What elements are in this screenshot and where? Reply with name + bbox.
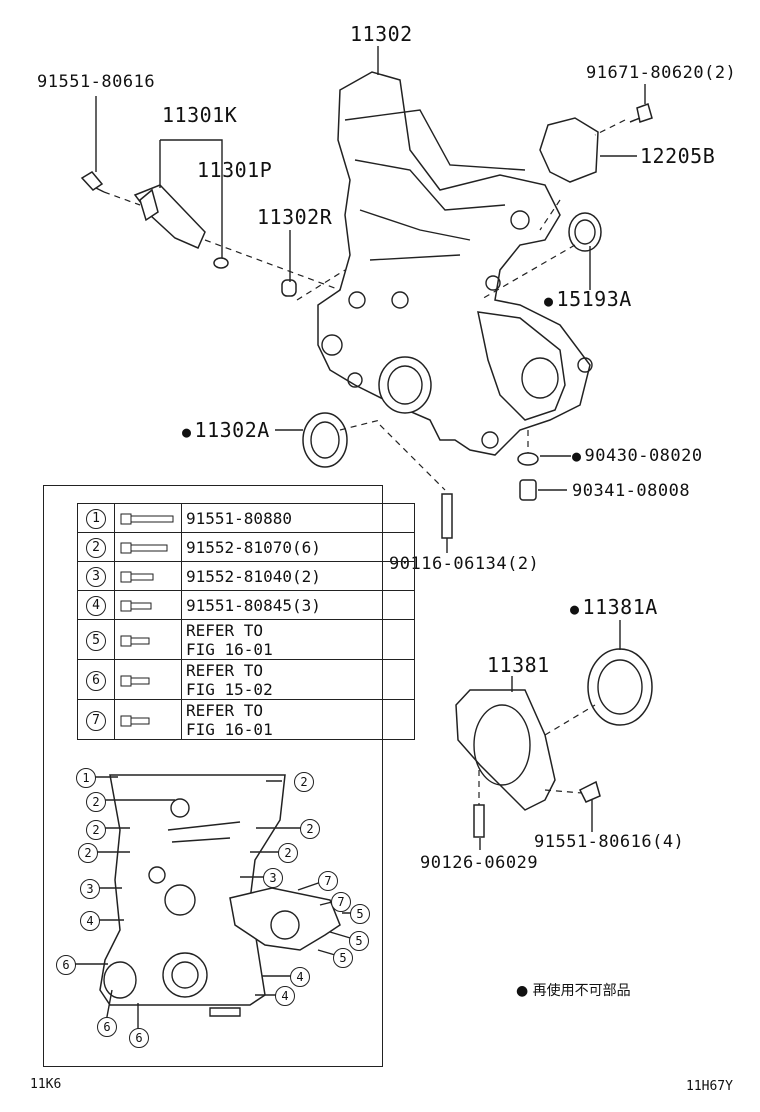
callout-number: 2 [86, 538, 106, 558]
callout-number: 3 [86, 567, 106, 587]
medium-bolt-icon [120, 571, 154, 583]
refer-line: REFER TO [186, 620, 264, 640]
seal-11302A-drawing [302, 412, 348, 468]
label-91671-80620: 91671-80620(2) [586, 63, 737, 83]
label-90116-06134: 90116-06134(2) [389, 554, 540, 574]
bolt-part-number: 91551-80880 [181, 503, 415, 533]
oil-filler-drawing [539, 117, 599, 183]
callout-number: 4 [86, 596, 106, 616]
label-11381A: 11381A [570, 597, 658, 617]
medium-bolt-icon [120, 600, 152, 612]
label-11302A: 11302A [182, 420, 270, 440]
callout-1: 1 [76, 768, 96, 788]
callout-2: 2 [294, 772, 314, 792]
callout-4: 4 [290, 967, 310, 987]
drain-plug-drawing [519, 479, 537, 501]
non-reusable-note: ● 再使用不可部品 [516, 980, 631, 1000]
callout-2: 2 [86, 792, 106, 812]
refer-line: REFER TO [186, 660, 264, 680]
label-90430-08020: 90430-08020 [572, 448, 703, 465]
refer-figure: FIG 15-02 [186, 679, 273, 699]
callout-4: 4 [275, 986, 295, 1006]
table-row: 2 91552-81070(6) [77, 532, 415, 562]
short-bolt-icon [120, 715, 150, 726]
label-15193A: 15193A [544, 289, 632, 309]
label-12205B: 12205B [640, 144, 716, 168]
callout-number: 6 [86, 670, 106, 691]
label-90126-06029: 90126-06029 [420, 853, 539, 873]
stud-90126-drawing [473, 804, 485, 838]
bolt-small-drawing [629, 103, 653, 123]
bolt-part-number: 91552-81070(6) [181, 532, 415, 562]
label-11302R: 11302R [257, 205, 333, 229]
note-text: 再使用不可部品 [532, 983, 631, 999]
bolt-legend-box [43, 485, 383, 1067]
retainer-11381-drawing [455, 689, 556, 811]
table-row: 4 91551-80845(3) [77, 590, 415, 620]
short-bolt-icon [120, 675, 150, 686]
callout-number: 1 [86, 509, 106, 529]
footer-code-right: 11H67Y [686, 1079, 733, 1094]
bullet-dot-icon: ● [516, 983, 529, 999]
callout-2: 2 [300, 819, 320, 839]
label-90341-08008: 90341-08008 [572, 481, 691, 501]
bolt-part-number: 91551-80845(3) [181, 590, 415, 620]
label-91551-80616: 91551-80616 [37, 72, 156, 92]
callout-number: 5 [86, 630, 106, 651]
callout-5: 5 [333, 948, 353, 968]
callout-6: 6 [56, 955, 76, 975]
short-bolt-icon [120, 635, 150, 646]
washer-drawing [517, 452, 539, 466]
callout-4: 4 [80, 911, 100, 931]
stud-drawing [441, 493, 453, 539]
callout-5: 5 [350, 904, 370, 924]
label-11301K: 11301K [162, 103, 238, 127]
refer-figure: FIG 16-01 [186, 719, 273, 739]
plug-drawing [281, 279, 297, 297]
long-bolt-icon [120, 513, 174, 525]
label-11301P: 11301P [197, 158, 273, 182]
label-11381: 11381 [487, 653, 550, 677]
table-row: 3 91552-81040(2) [77, 561, 415, 591]
seal-15193A-drawing [568, 212, 602, 252]
callout-2: 2 [86, 820, 106, 840]
sensor-drawing [80, 171, 229, 269]
label-11302: 11302 [350, 22, 413, 46]
timing-cover-drawing [317, 71, 593, 456]
callout-2: 2 [78, 843, 98, 863]
callout-6: 6 [97, 1017, 117, 1037]
callout-3: 3 [263, 868, 283, 888]
callout-2: 2 [278, 843, 298, 863]
refer-figure: FIG 16-01 [186, 639, 273, 659]
bolt-table: 1 91551-80880 2 91552-81070(6) 3 91552-8… [77, 503, 415, 740]
bolt-part-number: 91552-81040(2) [181, 561, 415, 591]
long-bolt-icon [120, 542, 168, 554]
bolt-4-drawing [578, 780, 601, 803]
callout-7: 7 [318, 871, 338, 891]
refer-line: REFER TO [186, 700, 264, 720]
callout-3: 3 [80, 879, 100, 899]
callout-number: 7 [86, 710, 106, 731]
callout-7: 7 [331, 892, 351, 912]
callout-5: 5 [349, 931, 369, 951]
footer-code-left: 11K6 [30, 1077, 62, 1092]
callout-6: 6 [129, 1028, 149, 1048]
bolt-location-drawing [74, 774, 362, 1035]
label-91551-80616-4: 91551-80616(4) [534, 832, 685, 852]
table-row: 1 91551-80880 [77, 503, 415, 533]
